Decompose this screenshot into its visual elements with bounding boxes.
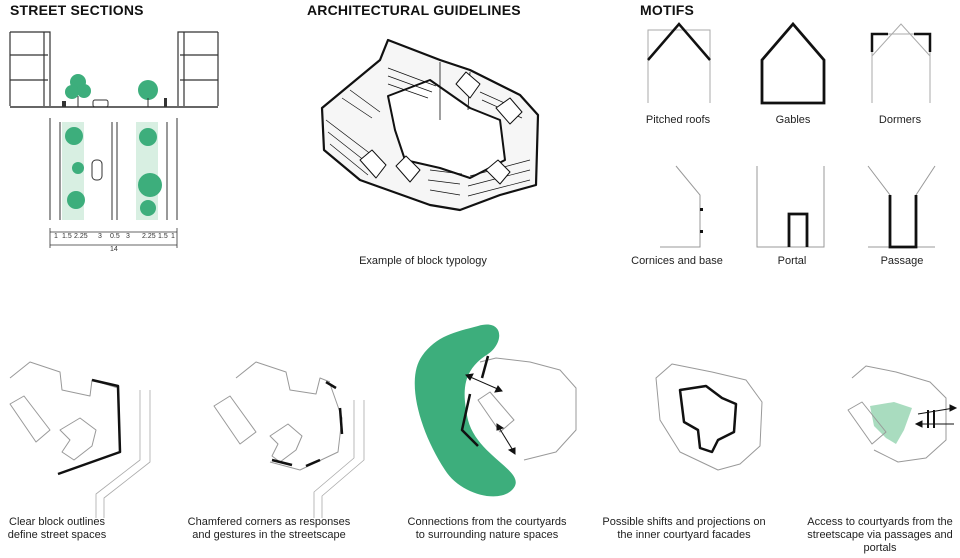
cornices-and-base-motif (660, 165, 703, 248)
principle-connections-nature (414, 324, 577, 497)
principle-2-line-1: Chamfered corners as responses (187, 516, 351, 528)
dim-1-5a: 1.5 (62, 233, 72, 240)
plan-trees (65, 127, 162, 216)
left-building-outline (10, 31, 51, 106)
principle-4-line-2: the inner courtyard facades (617, 529, 751, 541)
principle-3-line-1: Connections from the courtyards (407, 516, 567, 528)
dim-1-5b: 1.5 (158, 233, 168, 240)
dim-total: 14 (110, 246, 118, 253)
motif-portal-label: Portal (777, 255, 807, 267)
architectural-guidelines-heading: ARCHITECTURAL GUIDELINES (307, 2, 521, 18)
motif-pitched-roofs-label: Pitched roofs (645, 114, 711, 126)
principle-chamfered-corners (213, 361, 365, 518)
dim-1a: 1 (54, 233, 58, 240)
principle-shifts-projections (655, 363, 763, 471)
motifs-heading: MOTIFS (640, 2, 695, 18)
motif-passage-label: Passage (880, 255, 924, 267)
dim-0-5: 0.5 (110, 233, 120, 240)
dim-2-25a: 2.25 (74, 233, 88, 240)
principle-3-line-2: to surrounding nature spaces (415, 529, 559, 541)
principle-access-courtyards (847, 365, 958, 463)
dim-3b: 3 (126, 233, 130, 240)
right-building-outline (177, 31, 218, 106)
portal-motif (756, 166, 825, 248)
principle-clear-outlines (9, 361, 151, 518)
dim-3a: 3 (98, 233, 102, 240)
principle-4-line-1: Possible shifts and projections on (602, 516, 766, 528)
principle-1-line-1: Clear block outlines (9, 516, 105, 528)
principle-5-line-3: portals (863, 542, 897, 554)
dormers-motif (870, 23, 932, 103)
principle-5-line-2: streetscape via passages and (807, 529, 953, 541)
street-sections-heading: STREET SECTIONS (10, 2, 144, 18)
dim-2-25b: 2.25 (142, 233, 156, 240)
gables-motif (760, 21, 826, 105)
motif-cornices-label: Cornices and base (631, 255, 723, 267)
block-typology-caption: Example of block typology (359, 255, 487, 267)
principle-5-line-1: Access to courtyards from the (807, 516, 953, 528)
dim-1b: 1 (171, 233, 175, 240)
pitched-roofs-motif (647, 22, 711, 103)
motif-dormers-label: Dormers (878, 114, 922, 126)
motif-gables-label: Gables (775, 114, 811, 126)
elevation-trees (62, 74, 167, 108)
principle-1-line-2: define street spaces (7, 529, 107, 541)
passage-motif (867, 165, 936, 249)
principle-2-line-2: and gestures in the streetscape (192, 529, 346, 541)
